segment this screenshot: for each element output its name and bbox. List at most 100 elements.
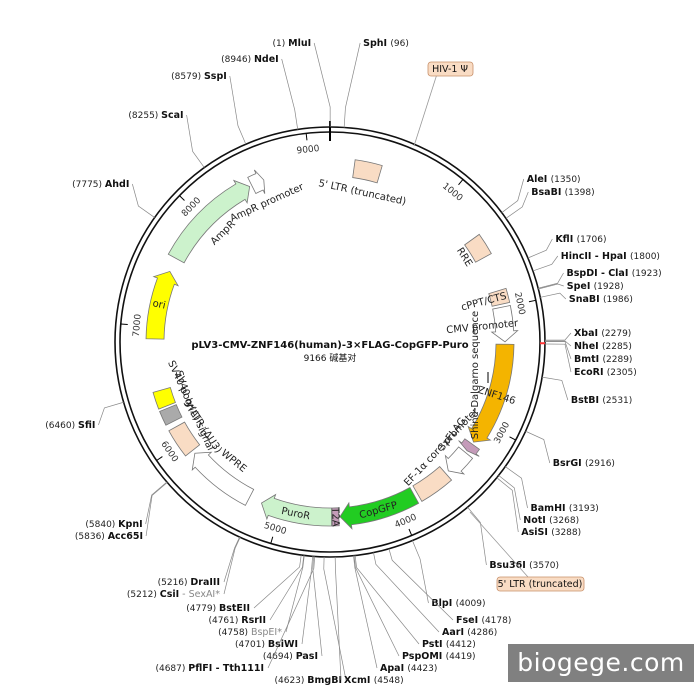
site-leader-noti (498, 475, 521, 521)
site-label-fsei: FseI (4178) (456, 615, 511, 626)
site-leader-pflfi (267, 556, 316, 669)
site-label-spei: SpeI (1928) (567, 281, 624, 292)
shine-dalgarno-marker: Shine-Dalgarno sequence (470, 311, 489, 439)
feature-flag (458, 438, 481, 457)
site-leader-ndei (281, 58, 299, 130)
site-label-scai: (8255) ScaI (128, 110, 183, 121)
tick-mark (408, 528, 413, 536)
site-label-psti: PstI (4412) (422, 639, 476, 650)
site-leader-bsabi (505, 191, 529, 219)
tick-label: 5000 (263, 521, 288, 537)
site-label-asisi: AsiSI (3288) (521, 527, 581, 538)
hiv-psi-label: HIV-1 Ψ (432, 64, 468, 75)
tick-mark (458, 179, 464, 186)
site-label-xcmi: XcmI (4548) (344, 675, 404, 686)
site-label-bmgbi: (4623) BmgBI (274, 675, 342, 686)
feature-ltr5 (352, 159, 383, 184)
feature-puror (260, 493, 333, 527)
site-leader-bspdi (538, 272, 564, 289)
site-label-apai: ApaI (4423) (380, 663, 437, 674)
site-leader-pasi (312, 556, 323, 657)
site-leader-spei (538, 283, 564, 290)
feature-label-t2a: T2A (329, 506, 341, 527)
feature-sv40pa (159, 404, 183, 426)
shine-dalgarno-label: Shine-Dalgarno sequence (470, 311, 481, 439)
site-leader-rsrii (269, 555, 305, 621)
tick-mark (270, 536, 274, 544)
site-leader-apai (353, 555, 378, 669)
feature-cppt (488, 287, 511, 307)
watermark-logo: biogege.com (508, 644, 694, 682)
site-label-alei: AleI (1350) (527, 174, 581, 185)
site-label-kfli: KflI (1706) (555, 234, 606, 245)
site-label-sfii: (6460) SfiI (45, 420, 95, 431)
tick-mark (305, 133, 308, 141)
tick-mark (120, 323, 128, 326)
site-leader-nhei (544, 340, 572, 347)
site-leader-scai (186, 114, 205, 168)
site-leader-xbai (544, 332, 572, 341)
tick-label: 3000 (493, 420, 513, 445)
backbone-layer (114, 121, 546, 558)
site-label-bamhi: BamHI (3193) (531, 503, 599, 514)
site-leader-ahdi (132, 183, 155, 218)
site-label-xbai: XbaI (2279) (574, 328, 631, 339)
feature-label-ltr5: 5' LTR (truncated) (317, 178, 407, 208)
site-label-sphi: SphI (96) (363, 38, 409, 49)
site-label-ecori: EcoRI (2305) (574, 367, 637, 378)
tick-label: 4000 (393, 512, 418, 530)
feature-rre (464, 233, 492, 263)
site-label-kpni: (5840) KpnI (85, 519, 142, 530)
tick-mark (156, 456, 163, 461)
plasmid-title: pLV3-CMV-ZNF146(human)-3×FLAG-CopGFP-Pur… (191, 340, 468, 351)
site-leader-bspei (285, 555, 305, 633)
site-leader-mlui (313, 42, 331, 128)
tick-mark (179, 195, 185, 201)
site-label-blpi: BlpI (4009) (431, 598, 485, 609)
site-label-pspomi: PspOMI (4419) (402, 651, 476, 662)
feature-t2a (331, 507, 340, 527)
feature-sv40ori (152, 386, 176, 410)
site-label-nhei: NheI (2285) (574, 341, 632, 352)
hiv-psi-callout: HIV-1 Ψ (413, 61, 474, 147)
site-label-bspei: (4758) BspEI* (218, 627, 282, 638)
site-leader-alei (501, 178, 525, 213)
tick-label: 1000 (440, 181, 464, 203)
site-label-draiii: (5216) DraIII (158, 577, 220, 588)
site-leader-fsei (388, 548, 454, 621)
feature-amprp (247, 169, 266, 195)
feature-ampr (167, 179, 251, 264)
site-label-sspi: (8579) SspI (171, 71, 227, 82)
site-leader-bmgbi (323, 556, 347, 681)
ltr5-truncated-box-label: 5' LTR (truncated) (498, 579, 583, 590)
feature-bsubox (412, 466, 453, 502)
site-label-csii: (5212) CsiI - SexAI* (127, 589, 220, 600)
tick-label: 9000 (296, 144, 320, 157)
site-label-ndei: (8946) NdeI (221, 54, 279, 65)
site-label-bsteii: (4779) BstEII (186, 603, 250, 614)
tick-label: 2000 (512, 291, 526, 316)
site-leader-acc65i (145, 482, 168, 537)
site-label-bsabi: BsaBI (1398) (531, 187, 594, 198)
feature-ef1a (444, 446, 474, 475)
ltr5-truncated-callout: 5' LTR (truncated) (469, 511, 585, 592)
site-leader-aari (373, 552, 440, 633)
site-label-pflfi: (4687) PflFI - Tth111I (155, 663, 264, 674)
tick-mark (509, 436, 516, 441)
site-leader-csii (223, 537, 241, 595)
site-leader-draiii (223, 536, 240, 583)
site-leader-sspi (229, 75, 247, 145)
site-leader-ecori (544, 343, 572, 373)
site-label-bsu36i: Bsu36I (3570) (489, 560, 559, 571)
site-label-hincii: HincII - HpaI (1800) (561, 251, 660, 262)
site-leader-bsu36i (467, 506, 487, 566)
site-label-mlui: (1) MluI (273, 38, 312, 49)
site-leader-bsiwi (301, 556, 313, 645)
feature-ori (145, 270, 180, 340)
feature-wpre (191, 451, 255, 506)
site-label-bspdi: BspDI - ClaI (1923) (567, 268, 662, 279)
site-leader-hincii (532, 255, 559, 272)
site-label-rsrii: (4761) RsrII (208, 615, 266, 626)
